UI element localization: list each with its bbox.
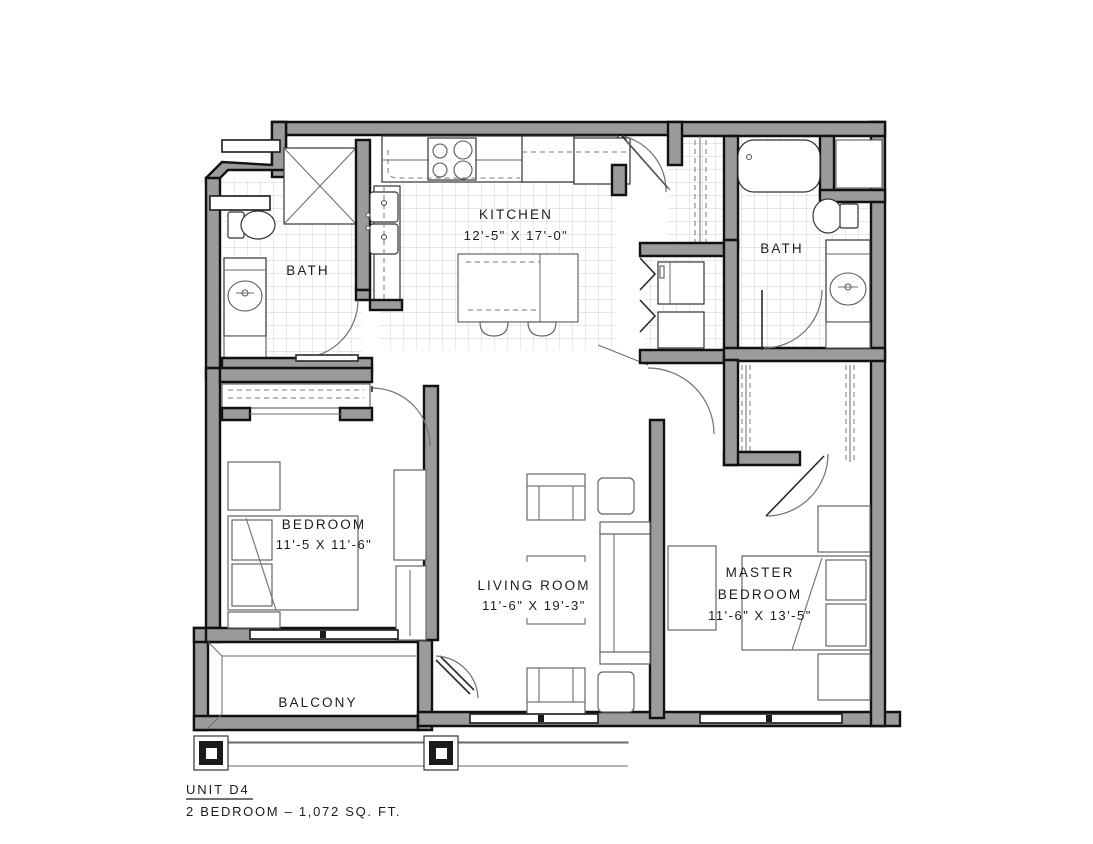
- bath-left-fixtures: [223, 210, 276, 361]
- living-room-furniture: [526, 473, 651, 715]
- bath-left-door[interactable]: [295, 299, 359, 362]
- master-closet: [722, 358, 855, 467]
- label-balcony: BALCONY: [278, 695, 357, 710]
- unit-subtitle: 2 BEDROOM – 1,072 SQ. FT.: [186, 804, 401, 819]
- master-closet-door[interactable]: [765, 453, 829, 517]
- bath-right-fixtures: [737, 139, 883, 349]
- bath-right-door[interactable]: [761, 289, 823, 350]
- unit-caption: UNIT D4 2 BEDROOM – 1,072 SQ. FT.: [186, 782, 401, 819]
- balcony-area: [207, 641, 629, 767]
- entry-door[interactable]: [621, 120, 684, 193]
- balcony-columns: [193, 735, 459, 771]
- bedroom-furniture: [227, 461, 427, 641]
- label-bedroom: BEDROOM: [282, 517, 366, 532]
- label-master-bedroom-line2: BEDROOM: [718, 587, 802, 602]
- hall-closet: [694, 136, 707, 245]
- label-living-room: LIVING ROOM: [477, 578, 590, 593]
- label-bath-left: BATH: [286, 263, 329, 278]
- living-room-window: [469, 713, 599, 724]
- dim-kitchen: 12'-5" X 17'-0": [464, 228, 569, 243]
- dim-bedroom: 11'-5 X 11'-6": [276, 537, 373, 552]
- bedroom-window: [249, 629, 399, 640]
- label-bath-right: BATH: [760, 241, 803, 256]
- bath-right-walls: [722, 134, 887, 363]
- dim-living-room: 11'-6" X 19'-3": [482, 598, 586, 613]
- bedroom-door[interactable]: [371, 386, 431, 447]
- unit-title: UNIT D4: [186, 782, 250, 797]
- label-master-bedroom-line1: MASTER: [726, 565, 795, 580]
- laundry-closet: [638, 241, 737, 365]
- balcony-slider-door[interactable]: [435, 655, 479, 699]
- living-room-walls: [422, 367, 715, 720]
- kitchen-entry-walls: [597, 163, 649, 366]
- label-kitchen: KITCHEN: [479, 207, 553, 222]
- dim-master-bedroom: 11'-6" X 13'-5": [708, 608, 812, 623]
- master-bedroom-window: [699, 713, 843, 724]
- shower-stall: [283, 147, 357, 225]
- kitchen-counters: [365, 135, 631, 312]
- bedroom-closet: [218, 366, 374, 422]
- kitchen-island: [457, 253, 579, 337]
- master-bedroom-furniture: [667, 505, 871, 701]
- room-labels: KITCHEN 12'-5" X 17'-0" BATH BATH BEDROO…: [276, 207, 812, 710]
- linen-closet-top: [209, 139, 281, 211]
